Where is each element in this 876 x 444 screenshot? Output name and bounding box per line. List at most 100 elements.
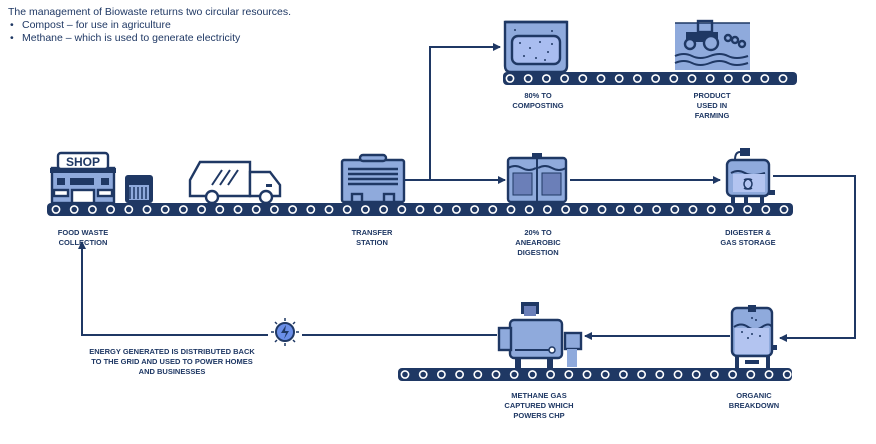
svg-text:DIGESTER &GAS STORAGE: DIGESTER &GAS STORAGE [720, 228, 775, 247]
conveyor-belt-top [503, 72, 797, 85]
conveyor-roller [728, 370, 737, 379]
conveyor-roller [564, 370, 574, 379]
conveyor-roller [69, 205, 79, 214]
conveyor-roller [761, 205, 771, 214]
conveyor-roller [215, 205, 225, 214]
conveyor-roller [560, 74, 569, 83]
conveyor-roller [400, 370, 410, 379]
conveyor-roller [415, 205, 425, 214]
conveyor-roller [433, 205, 443, 214]
conveyor-roller [251, 205, 261, 214]
conveyor-roller [673, 370, 683, 379]
lightning-icon [271, 318, 299, 346]
conveyor-roller [528, 370, 537, 379]
shop-sign: SHOP [66, 155, 100, 169]
conveyor-roller [306, 205, 316, 214]
flow-connectors [78, 43, 856, 342]
digestion-tank-icon [506, 153, 568, 204]
conveyor-roller [451, 205, 461, 214]
conveyor-roller [491, 370, 501, 379]
conveyor-roller [505, 74, 515, 83]
conveyor-roller [596, 74, 606, 83]
conveyor-belt-middle [47, 203, 793, 216]
intro-list: Compost – for use in agriculture Methane… [8, 19, 291, 45]
conveyor-roller [342, 205, 352, 214]
conveyor-roller [724, 74, 733, 83]
conveyor-roller [688, 205, 698, 214]
conveyor-roller [142, 205, 152, 214]
intro-text: The management of Biowaste returns two c… [8, 6, 291, 45]
conveyor-roller [669, 74, 679, 83]
conveyor-roller [600, 370, 610, 379]
transfer-station-icon [340, 153, 406, 204]
conveyor-roller [652, 205, 661, 214]
digester-icon [725, 148, 775, 203]
conveyor-roller [687, 74, 697, 83]
shop-icon: SHOP [50, 151, 116, 205]
conveyor-roller [542, 74, 551, 83]
breakdown-tank-icon [730, 305, 777, 368]
conveyor-roller [288, 205, 297, 214]
conveyor-roller [233, 205, 243, 214]
conveyor-roller [705, 74, 715, 83]
arrow-to-food-waste [78, 241, 268, 336]
conveyor-roller [124, 205, 134, 214]
garbage-truck-icon [188, 160, 282, 205]
conveyor-roller [743, 205, 752, 214]
compost-bin-icon [503, 20, 569, 74]
conveyor-roller [655, 370, 665, 379]
conveyor-roller [269, 205, 279, 214]
conveyor-roller [436, 370, 446, 379]
conveyor-roller [324, 205, 334, 214]
intro-heading: The management of Biowaste returns two c… [8, 6, 292, 18]
conveyor-roller [597, 205, 607, 214]
conveyor-roller [51, 205, 61, 214]
conveyor-roller [691, 370, 701, 379]
conveyor-roller [637, 370, 646, 379]
conveyor-roller [178, 205, 188, 214]
conveyor-roller [473, 370, 483, 379]
tractor-icon [674, 19, 750, 70]
chp-engine-icon [497, 302, 583, 368]
conveyor-roller [88, 205, 97, 214]
conveyor-roller [397, 205, 407, 214]
conveyor-roller [670, 205, 680, 214]
conveyor-roller [379, 205, 388, 214]
conveyor-roller [509, 370, 519, 379]
conveyor-roller [633, 74, 642, 83]
conveyor-roller [782, 370, 792, 379]
conveyor-roller [779, 205, 789, 214]
arrow-to-composting [405, 43, 501, 181]
conveyor-roller [760, 74, 770, 83]
conveyor-belt-bottom [398, 368, 792, 381]
conveyor-roller [634, 205, 643, 214]
waste-bin-icon [125, 175, 153, 203]
conveyor-roller [746, 370, 756, 379]
conveyor-roller [524, 205, 534, 214]
conveyor-roller [106, 205, 115, 214]
conveyor-roller [582, 370, 592, 379]
conveyor-roller [543, 205, 552, 214]
conveyor-roller [614, 74, 624, 83]
conveyor-roller [578, 74, 588, 83]
conveyor-roller [561, 205, 570, 214]
conveyor-roller [470, 205, 479, 214]
label-digester: DIGESTER &GAS STORAGE [720, 228, 775, 247]
conveyor-roller [488, 205, 498, 214]
conveyor-roller [546, 370, 555, 379]
conveyor-roller [418, 370, 428, 379]
arrow-to-organic [773, 175, 856, 342]
conveyor-roller [360, 205, 370, 214]
